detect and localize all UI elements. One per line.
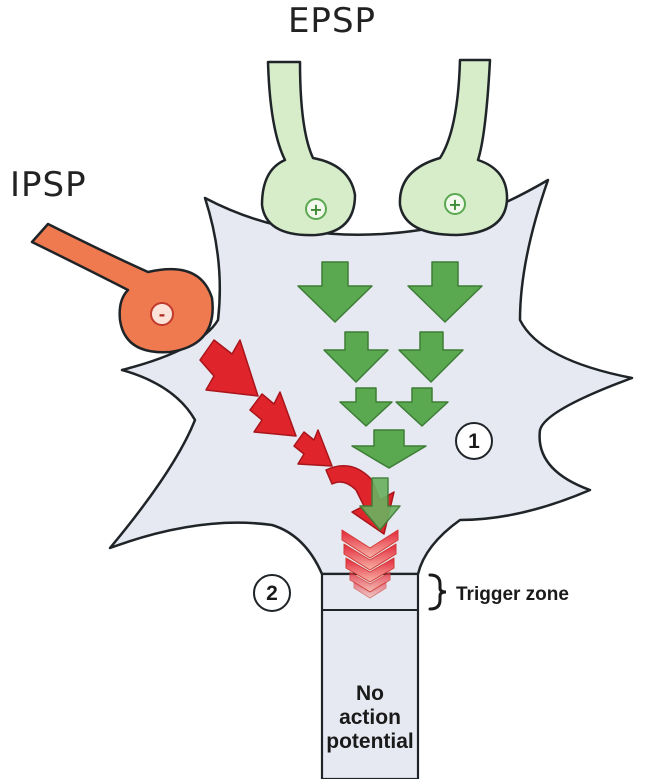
green-arrow	[297, 261, 373, 323]
marker-2: 2	[253, 574, 291, 612]
marker-2-label: 2	[266, 582, 278, 605]
inhibitory-sign: -	[159, 305, 166, 324]
excitatory-sign: +	[448, 195, 461, 214]
outcome-label: No action potential	[326, 682, 414, 753]
green-arrow-merge	[359, 477, 401, 531]
chevron	[345, 557, 395, 583]
red-arrow	[249, 391, 297, 437]
neuron-soma	[108, 178, 634, 576]
red-arrow	[293, 429, 333, 467]
plus-sign-icon	[305, 198, 327, 220]
inhibitory-terminal: -	[30, 222, 214, 354]
chevron	[343, 543, 397, 571]
marker-1: 1	[455, 422, 493, 460]
outcome-line-2: action	[339, 706, 401, 729]
chevron	[341, 529, 399, 559]
outcome-line-3: potential	[326, 730, 414, 753]
green-arrow	[395, 387, 449, 427]
minus-sign-icon	[150, 302, 174, 326]
marker-1-label: 1	[468, 430, 480, 453]
bracket-icon	[428, 573, 447, 611]
red-arrow	[199, 339, 259, 397]
axon	[320, 572, 420, 779]
outcome-line-1: No	[356, 682, 384, 705]
excitatory-terminal-right: +	[398, 58, 509, 237]
green-arrow	[351, 429, 427, 469]
excitatory-terminal-left: +	[260, 60, 357, 237]
green-arrow	[323, 331, 389, 383]
ipsp-label: IPSP	[10, 165, 87, 205]
green-arrow	[407, 261, 483, 323]
summation-chevrons	[341, 529, 399, 599]
epsp-arrows	[297, 261, 483, 469]
plus-sign-icon	[444, 193, 466, 215]
trigger-zone-label: Trigger zone	[456, 584, 569, 605]
green-arrow	[398, 331, 464, 383]
chevron	[353, 581, 387, 599]
green-arrow	[339, 387, 393, 427]
epsp-label: EPSP	[288, 1, 376, 41]
excitatory-sign: +	[309, 200, 322, 219]
chevron	[349, 571, 391, 593]
